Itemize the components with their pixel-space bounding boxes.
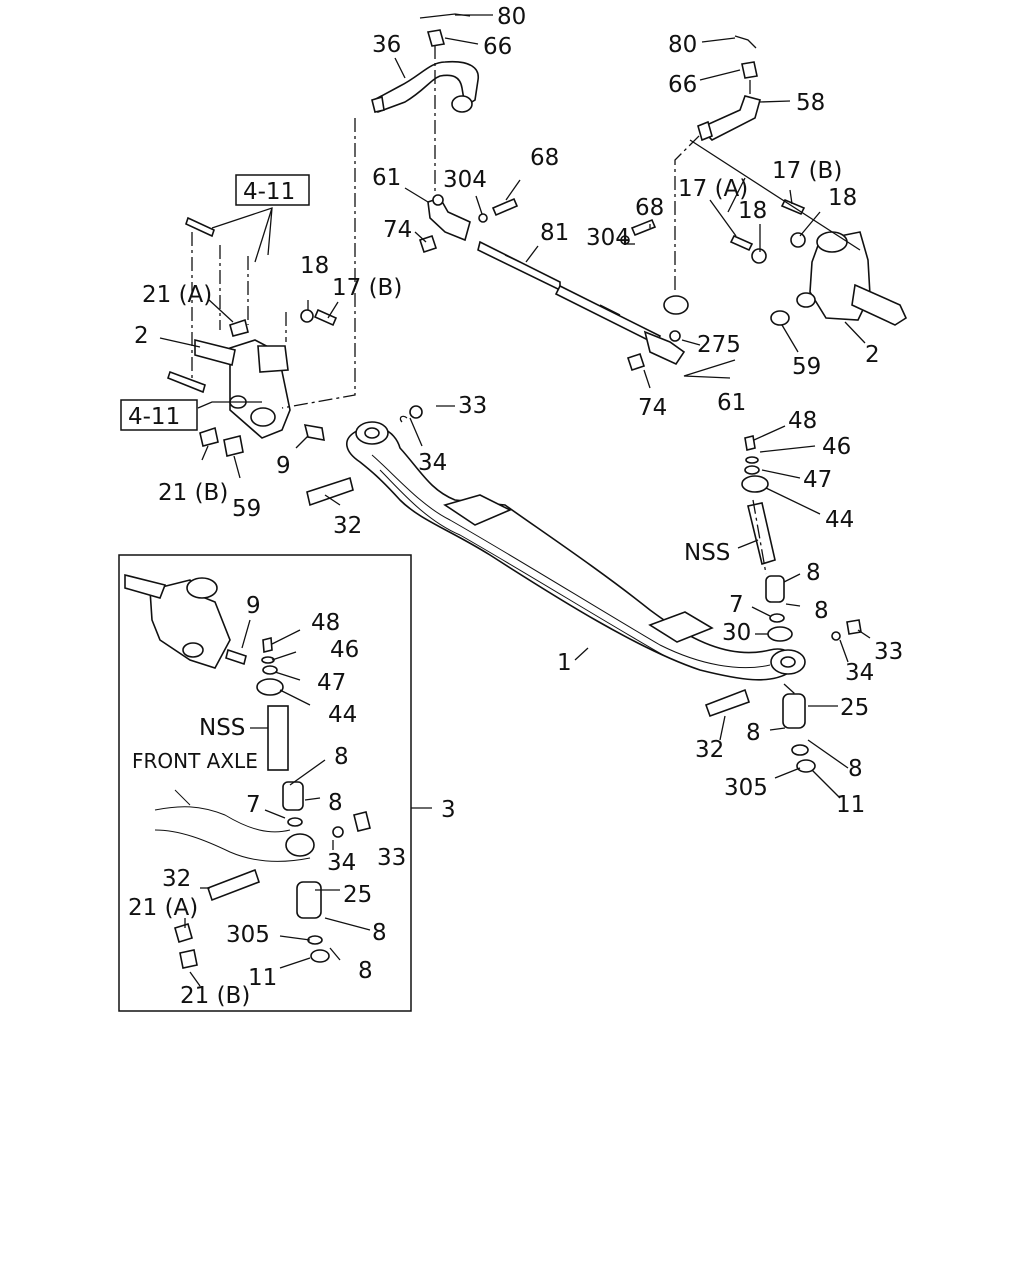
callout-36: 36 <box>372 32 401 58</box>
ref-label-mid: 4-11 <box>128 404 180 430</box>
callout-80: 80 <box>668 32 697 58</box>
callout-21a: 21 (A) <box>142 282 212 308</box>
callout-58: 58 <box>796 90 825 116</box>
callout-25: 25 <box>343 882 372 908</box>
assembly-lines <box>191 45 796 695</box>
callout-32: 32 <box>162 866 191 892</box>
callout-33: 33 <box>874 639 903 665</box>
callout-11: 11 <box>836 792 865 818</box>
callout-11: 11 <box>248 965 277 991</box>
callout-18: 18 <box>828 185 857 211</box>
leader-lines <box>159 14 871 799</box>
callout-68: 68 <box>530 145 559 171</box>
ref-box-mid[interactable]: 4-11 <box>120 399 198 431</box>
callout-304: 304 <box>586 225 630 251</box>
callout-34: 34 <box>418 450 447 476</box>
callout-7: 7 <box>246 792 261 818</box>
callout-48: 48 <box>788 408 817 434</box>
callout-68: 68 <box>635 195 664 221</box>
callout-18: 18 <box>300 253 329 279</box>
callout-74: 74 <box>383 217 412 243</box>
tie-rod <box>477 240 662 346</box>
callout-34: 34 <box>327 850 356 876</box>
ref-label-top: 4-11 <box>243 179 295 205</box>
callout-61: 61 <box>372 165 401 191</box>
inset-caption: FRONT AXLE <box>132 749 258 773</box>
inset-callout-3: 3 <box>441 797 456 823</box>
callout-nss: NSS <box>199 715 245 741</box>
callout-47: 47 <box>803 467 832 493</box>
callout-17b: 17 (B) <box>332 275 402 301</box>
callout-25: 25 <box>840 695 869 721</box>
callout-304: 304 <box>443 167 487 193</box>
callout-8: 8 <box>848 756 863 782</box>
drag-link <box>371 60 479 114</box>
callout-17b: 17 (B) <box>772 158 842 184</box>
callout-21b: 21 (B) <box>180 983 250 1009</box>
front-axle-beam <box>346 421 806 681</box>
callout-66: 66 <box>668 72 697 98</box>
callout-8: 8 <box>746 720 761 746</box>
callout-34: 34 <box>845 660 874 686</box>
callout-74: 74 <box>638 395 667 421</box>
callout-8: 8 <box>814 598 829 624</box>
kingpin-stack-right <box>704 435 862 773</box>
steering-knuckle-left <box>194 338 291 439</box>
callout-59: 59 <box>232 496 261 522</box>
callout-8: 8 <box>358 958 373 984</box>
callout-8: 8 <box>372 920 387 946</box>
callout-59: 59 <box>792 354 821 380</box>
callout-30: 30 <box>722 620 751 646</box>
callout-18: 18 <box>738 198 767 224</box>
castle-nut-66-right <box>741 61 758 79</box>
callout-9: 9 <box>276 453 291 479</box>
callout-labels: 80 36 66 80 66 58 61 304 68 17 (B) 17 (A… <box>128 4 903 1009</box>
callout-80: 80 <box>497 4 526 30</box>
callout-61: 61 <box>717 390 746 416</box>
callout-275: 275 <box>697 332 741 358</box>
callout-32: 32 <box>695 737 724 763</box>
callout-17a: 17 (A) <box>678 176 748 202</box>
tie-rod-end-right <box>626 330 686 372</box>
callout-2: 2 <box>865 342 880 368</box>
steering-arm-58 <box>697 95 761 142</box>
callout-9: 9 <box>246 593 261 619</box>
callout-48: 48 <box>311 610 340 636</box>
callout-1: 1 <box>557 650 572 676</box>
steering-knuckle-right <box>796 231 908 326</box>
callout-46: 46 <box>822 434 851 460</box>
callout-305: 305 <box>226 922 270 948</box>
callout-nss: NSS <box>684 540 730 566</box>
tie-rod-end-left <box>418 194 471 254</box>
castle-nut-66-left <box>426 29 446 47</box>
callout-44: 44 <box>328 702 357 728</box>
callout-21b: 21 (B) <box>158 480 228 506</box>
callout-7: 7 <box>729 592 744 618</box>
callout-8: 8 <box>806 560 821 586</box>
callout-8: 8 <box>328 790 343 816</box>
callout-47: 47 <box>317 670 346 696</box>
callout-46: 46 <box>330 637 359 663</box>
inset-detail <box>118 554 432 1012</box>
callout-32: 32 <box>333 513 362 539</box>
callout-66: 66 <box>483 34 512 60</box>
ref-box-top[interactable]: 4-11 <box>235 174 310 206</box>
callout-33: 33 <box>458 393 487 419</box>
callout-44: 44 <box>825 507 854 533</box>
callout-305: 305 <box>724 775 768 801</box>
callout-21a: 21 (A) <box>128 895 198 921</box>
callout-8: 8 <box>334 744 349 770</box>
callout-33: 33 <box>377 845 406 871</box>
callout-2: 2 <box>134 323 149 349</box>
callout-81: 81 <box>540 220 569 246</box>
